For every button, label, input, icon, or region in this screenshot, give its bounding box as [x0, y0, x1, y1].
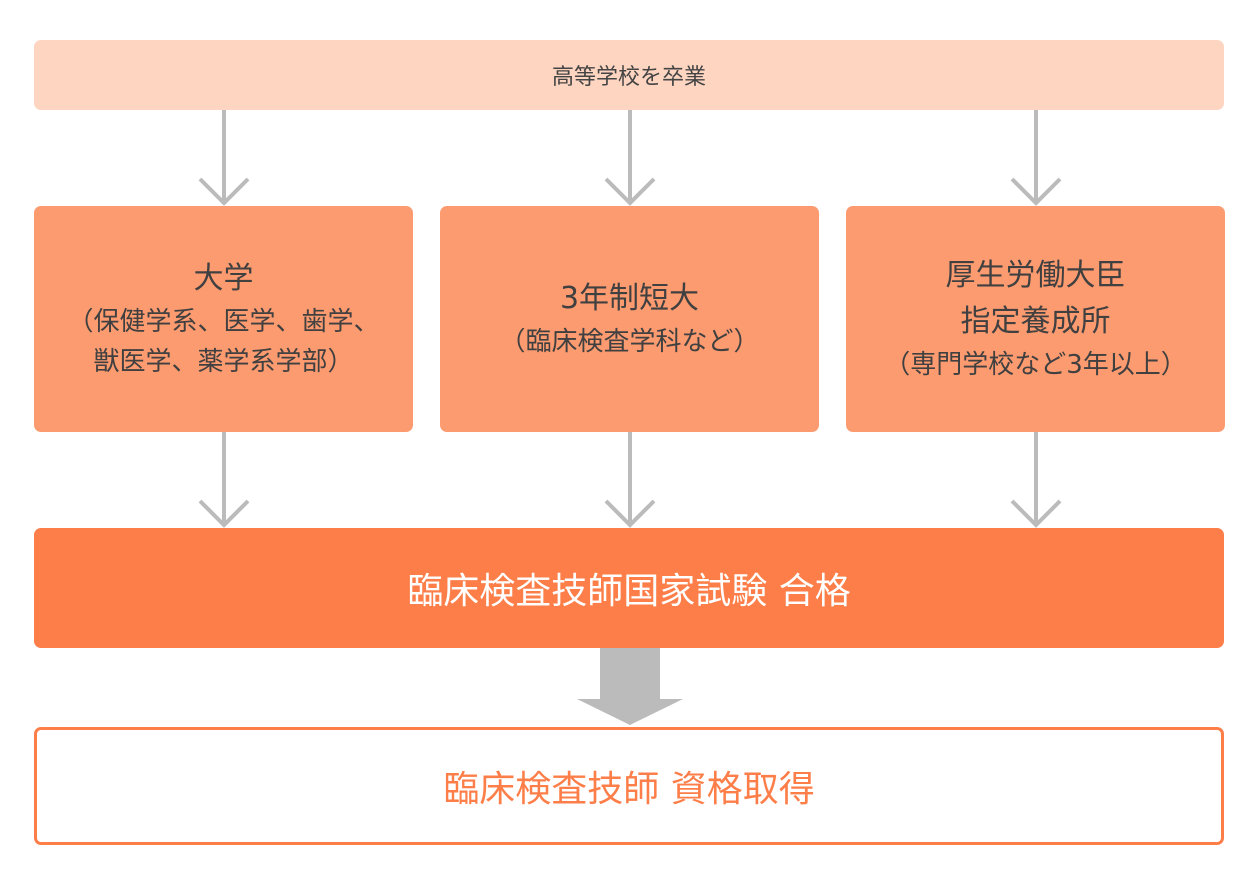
arrow-start-to-training-school [1010, 110, 1062, 206]
exam-node-national-exam-pass: 臨床検査技師国家試験 合格 [34, 528, 1224, 648]
start-node-high-school-graduation: 高等学校を卒業 [34, 40, 1224, 110]
arrow-start-to-junior-college [604, 110, 656, 206]
arrow-training-school-to-exam [1010, 432, 1062, 528]
exam-node-label: 臨床検査技師国家試験 合格 [407, 571, 851, 612]
result-node-label: 臨床検査技師 資格取得 [443, 769, 815, 810]
path-node-title: 大学 [193, 261, 254, 296]
path-node-university: 大学 （保健学系、医学、歯学、 獣医学、薬学系学部） [34, 206, 413, 432]
result-node-qualification: 臨床検査技師 資格取得 [34, 727, 1224, 845]
start-node-label: 高等学校を卒業 [551, 65, 706, 90]
path-node-note-line-1: （保健学系、医学、歯学、 [67, 307, 380, 337]
arrow-exam-to-result [577, 648, 683, 725]
arrow-university-to-exam [198, 432, 250, 528]
path-node-title-line-2: 指定養成所 [960, 304, 1111, 339]
path-node-note-line-2: 獣医学、薬学系学部） [93, 347, 354, 377]
path-node-title-line-1: 厚生労働大臣 [945, 258, 1126, 293]
path-node-note-line-1: （専門学校など3年以上） [884, 350, 1187, 380]
arrow-junior-college-to-exam [604, 432, 656, 528]
arrow-start-to-university [198, 110, 250, 206]
path-node-note-line-1: （臨床検査学科など） [499, 327, 760, 357]
path-node-training-school: 厚生労働大臣 指定養成所 （専門学校など3年以上） [846, 206, 1225, 432]
path-node-junior-college: 3年制短大 （臨床検査学科など） [440, 206, 819, 432]
path-node-title: 3年制短大 [559, 281, 700, 316]
